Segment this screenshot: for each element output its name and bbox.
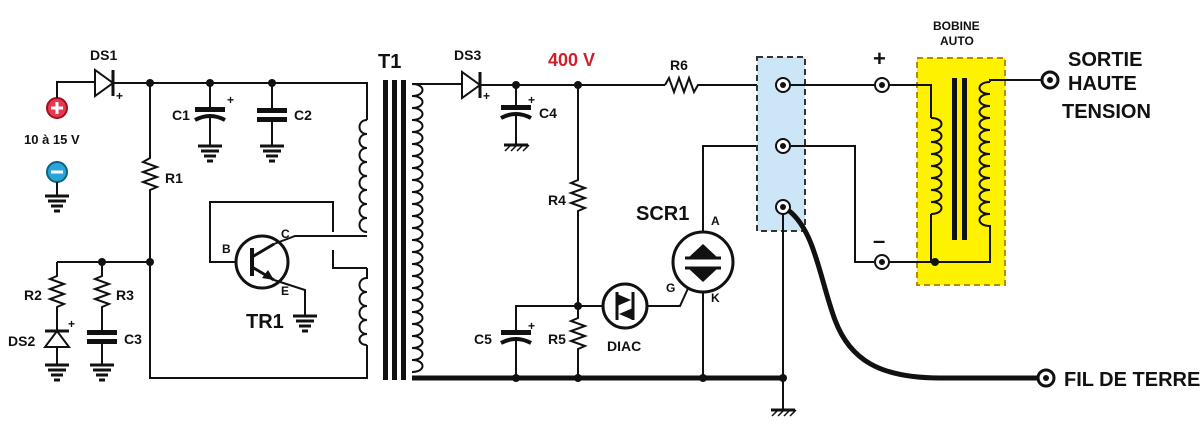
- svg-text:+: +: [528, 319, 535, 333]
- resistor-r3: [92, 262, 112, 330]
- transformer-t1-secondary: [411, 83, 424, 373]
- resistor-r5: [568, 306, 588, 378]
- sortie-label-3: TENSION: [1062, 101, 1151, 123]
- resistor-r6: [664, 75, 783, 95]
- capacitor-c4: [500, 85, 532, 152]
- transistor-tr1: [234, 234, 290, 290]
- svg-text:A: A: [711, 214, 720, 228]
- resistor-r2: [47, 262, 67, 315]
- r5-label: R5: [548, 331, 566, 347]
- c4-label: C4: [539, 105, 557, 121]
- r1-label: R1: [165, 170, 183, 186]
- supply-voltage-label: 10 à 15 V: [24, 132, 80, 147]
- t1-label: T1: [378, 51, 401, 73]
- sortie-label-2: HAUTE: [1068, 73, 1137, 95]
- zener-ds2: [43, 315, 71, 382]
- capacitor-c3: [87, 330, 117, 382]
- terminal-screw-bottom: [775, 199, 791, 215]
- transformer-t1-core: [383, 80, 406, 380]
- plus-sign: +: [873, 46, 886, 71]
- diode-ds3: [461, 70, 482, 100]
- coil-core: [952, 78, 967, 240]
- supply-plus-terminal: [46, 97, 68, 119]
- minus-terminal: [874, 254, 890, 270]
- r4-label: R4: [548, 192, 566, 208]
- svg-text:+: +: [483, 89, 490, 103]
- minus-sign: –: [873, 228, 885, 253]
- tr1-label: TR1: [246, 311, 284, 333]
- ds3-label: DS3: [454, 47, 481, 63]
- resistor-r4: [568, 85, 588, 306]
- scr1-label: SCR1: [636, 203, 689, 225]
- svg-text:B: B: [222, 242, 231, 256]
- c3-label: C3: [124, 331, 142, 347]
- svg-text:+: +: [528, 93, 535, 107]
- transformer-t1-primary: [358, 119, 368, 346]
- bobine-label-1: BOBINE: [933, 19, 980, 33]
- terminal-screw-top: [775, 77, 791, 93]
- ds1-label: DS1: [90, 47, 117, 63]
- coil-secondary: [978, 81, 991, 232]
- svg-text:+: +: [116, 89, 123, 103]
- chassis-ground-right: [771, 408, 797, 417]
- diac: [601, 282, 649, 330]
- voltage-label: 400 V: [548, 50, 595, 70]
- scr1: [671, 230, 735, 294]
- svg-text:+: +: [68, 317, 75, 331]
- resistor-r1: [140, 83, 160, 262]
- earth-terminal: [1036, 368, 1056, 388]
- supply-minus-terminal: [43, 161, 71, 213]
- ds2-label: DS2: [8, 333, 35, 349]
- capacitor-c2: [257, 83, 287, 163]
- terminal-screw-middle: [775, 138, 791, 154]
- svg-text:K: K: [711, 291, 720, 305]
- capacitor-c5: [500, 330, 532, 378]
- c1-label: C1: [172, 107, 190, 123]
- diode-ds1: [94, 68, 115, 98]
- earth-wire: [786, 207, 1040, 381]
- svg-text:E: E: [281, 284, 289, 298]
- hv-output-terminal: [1040, 70, 1060, 90]
- svg-text:C: C: [281, 227, 290, 241]
- capacitor-c1: [194, 83, 226, 163]
- c2-label: C2: [294, 107, 312, 123]
- plus-terminal: [874, 77, 890, 93]
- svg-text:+: +: [227, 93, 234, 107]
- r6-label: R6: [670, 57, 688, 73]
- diac-label: DIAC: [607, 338, 641, 354]
- r3-label: R3: [116, 287, 134, 303]
- r2-label: R2: [24, 287, 42, 303]
- coil-primary: [930, 117, 943, 215]
- bobine-label-2: AUTO: [940, 34, 974, 48]
- sortie-label-1: SORTIE: [1068, 49, 1142, 71]
- fil-de-terre-label: FIL DE TERRE: [1064, 369, 1200, 391]
- c5-label: C5: [474, 331, 492, 347]
- svg-text:G: G: [666, 281, 675, 295]
